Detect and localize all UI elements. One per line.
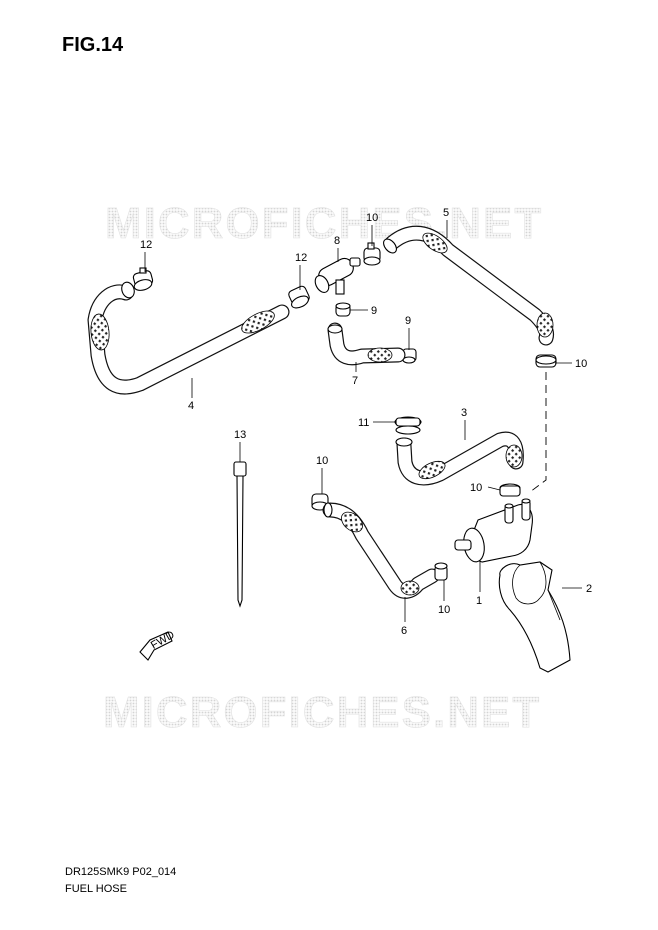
callout-10-top: 10 xyxy=(366,212,378,224)
callout-11: 11 xyxy=(358,417,369,429)
callout-9-right: 9 xyxy=(405,315,411,327)
callout-6: 6 xyxy=(401,625,407,637)
part-8-connector xyxy=(314,257,361,295)
part-10-clamp-top xyxy=(363,242,381,266)
part-7-hose xyxy=(327,322,406,366)
leader-lines xyxy=(144,220,582,622)
part-4-hose xyxy=(87,281,290,395)
callout-12-left: 12 xyxy=(140,239,152,251)
callout-1: 1 xyxy=(476,595,482,607)
part-10-clamp-right xyxy=(535,354,557,368)
callout-10-left: 10 xyxy=(316,455,328,467)
part-1-fuel-filter xyxy=(454,498,533,563)
callout-10-right: 10 xyxy=(575,358,587,370)
part-2-holder xyxy=(498,561,571,673)
routing-line xyxy=(529,372,547,493)
watermark-top: MICROFICHES.NET xyxy=(105,199,543,248)
part-11-clamp xyxy=(394,416,422,435)
diagram-code: DR125SMK9 P02_014 xyxy=(65,866,177,878)
part-12-clamp-left xyxy=(132,267,154,291)
diagram-title: FUEL HOSE xyxy=(65,883,127,895)
callout-9-top: 9 xyxy=(371,305,377,317)
part-6-hose xyxy=(322,502,440,599)
callout-2: 2 xyxy=(586,583,592,595)
callout-10-lower: 10 xyxy=(438,604,450,616)
callout-13: 13 xyxy=(234,429,246,441)
part-9-clamp-right xyxy=(402,348,417,364)
callout-7: 7 xyxy=(352,375,358,387)
part-13-cable-tie xyxy=(233,461,247,608)
part-9-fitting-top xyxy=(335,302,351,317)
callout-8: 8 xyxy=(334,235,340,247)
callout-10-filter: 10 xyxy=(470,482,482,494)
part-10-clamp-lower xyxy=(434,562,448,581)
callout-3: 3 xyxy=(461,407,467,419)
part-10-clamp-filter xyxy=(499,483,521,497)
callout-4: 4 xyxy=(188,400,194,412)
part-12-clamp-right xyxy=(288,285,310,309)
part-3-hose xyxy=(395,431,524,486)
callout-12-right: 12 xyxy=(295,252,307,264)
part-5-hose xyxy=(383,225,555,346)
callout-5: 5 xyxy=(443,207,449,219)
figure-title: FIG.14 xyxy=(62,34,124,56)
watermark-bottom: MICROFICHES.NET xyxy=(103,688,541,737)
fwd-label: FWD xyxy=(149,629,177,652)
fwd-arrow: FWD xyxy=(139,629,177,661)
